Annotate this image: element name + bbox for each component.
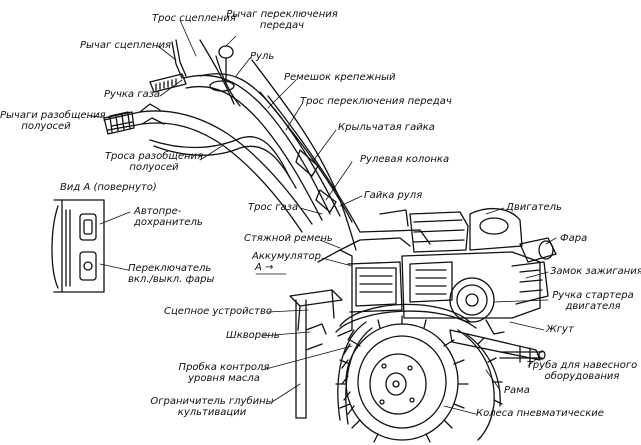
label-steering-column: Рулевая колонка (360, 154, 450, 165)
leader-lines (89, 19, 557, 415)
label-engine: Двигатель (506, 202, 562, 213)
label-tension-belt: Стяжной ремень (244, 233, 333, 244)
view-a-arrow: А → (255, 262, 273, 273)
wheels-drawing (335, 303, 503, 443)
label-depth-limiter-line2: культивации (177, 407, 247, 418)
label-ignition-lock: Замок зажигания (550, 266, 641, 277)
label-gear-lever-line2: передач (259, 20, 305, 31)
label-wheels: Колеса пневматические (476, 408, 604, 419)
label-fuse-line2: дохранитель (134, 217, 203, 228)
label-hitch: Сцепное устройство (164, 306, 273, 317)
label-king-pin: Шкворень (226, 330, 280, 341)
label-wing-nut: Крыльчатая гайка (338, 122, 435, 133)
label-clutch-lever: Рычаг сцепления (80, 40, 171, 51)
handlebar-drawing (103, 39, 361, 251)
label-starter-handle: Ручка стартера двигателя (544, 290, 641, 312)
label-oil-plug-line1: Пробка контроля (178, 362, 270, 373)
label-gear-lever: Рычаг переключения передач (222, 9, 342, 31)
view-a-arrow-letter: А (255, 262, 262, 273)
label-headlight: Фара (560, 233, 588, 244)
label-diff-levers-line1: Рычаги разобщения (0, 110, 106, 121)
label-starter-handle-line1: Ручка стартера (552, 290, 634, 301)
label-view-a: Вид А (повернуто) (60, 182, 157, 193)
label-battery: Аккумулятор (252, 251, 321, 262)
label-diff-cables: Троса разобщения полуосей (104, 151, 204, 173)
label-handlebar: Руль (250, 51, 275, 62)
label-oil-plug: Пробка контроля уровня масла (176, 362, 272, 384)
label-headlight-switch: Переключатель вкл./выкл. фары (128, 263, 214, 285)
label-clutch-cable: Трос сцепления (152, 13, 236, 24)
label-depth-limiter-line1: Ограничитель глубины (150, 396, 274, 407)
label-diff-levers-line2: полуосей (21, 121, 71, 132)
label-implement-tube: Труба для навесного оборудования (524, 360, 640, 382)
label-gear-lever-line1: Рычаг переключения (226, 9, 338, 20)
label-implement-tube-line1: Труба для навесного (526, 360, 638, 371)
label-depth-limiter: Ограничитель глубины культивации (150, 396, 274, 418)
label-gear-cable: Трос переключения передач (300, 96, 452, 107)
label-harness: Жгут (546, 324, 574, 335)
label-throttle-cable: Трос газа (248, 202, 299, 213)
label-headlight-switch-line1: Переключатель (128, 263, 212, 274)
label-headlight-switch-line2: вкл./выкл. фары (128, 274, 215, 285)
label-fastening-strap: Ремешок крепежный (284, 72, 396, 83)
label-throttle-grip: Ручка газа (104, 89, 161, 100)
label-diff-cables-line2: полуосей (129, 162, 179, 173)
label-diff-cables-line1: Троса разобщения (104, 151, 204, 162)
view-a-inset (51, 199, 105, 293)
label-fuse-line1: Автопре- (134, 206, 182, 217)
engine-drawing (401, 208, 557, 335)
label-frame: Рама (504, 385, 530, 396)
label-starter-handle-line2: двигателя (565, 301, 621, 312)
frame-drawing (289, 209, 546, 419)
label-handlebar-nut: Гайка руля (364, 190, 423, 201)
label-diff-levers: Рычаги разобщения полуосей (0, 110, 106, 132)
label-fuse: Автопре- дохранитель (134, 206, 203, 228)
label-implement-tube-line2: оборудования (544, 371, 620, 382)
arrow-right-icon: → (265, 262, 274, 273)
label-oil-plug-line2: уровня масла (188, 373, 260, 384)
